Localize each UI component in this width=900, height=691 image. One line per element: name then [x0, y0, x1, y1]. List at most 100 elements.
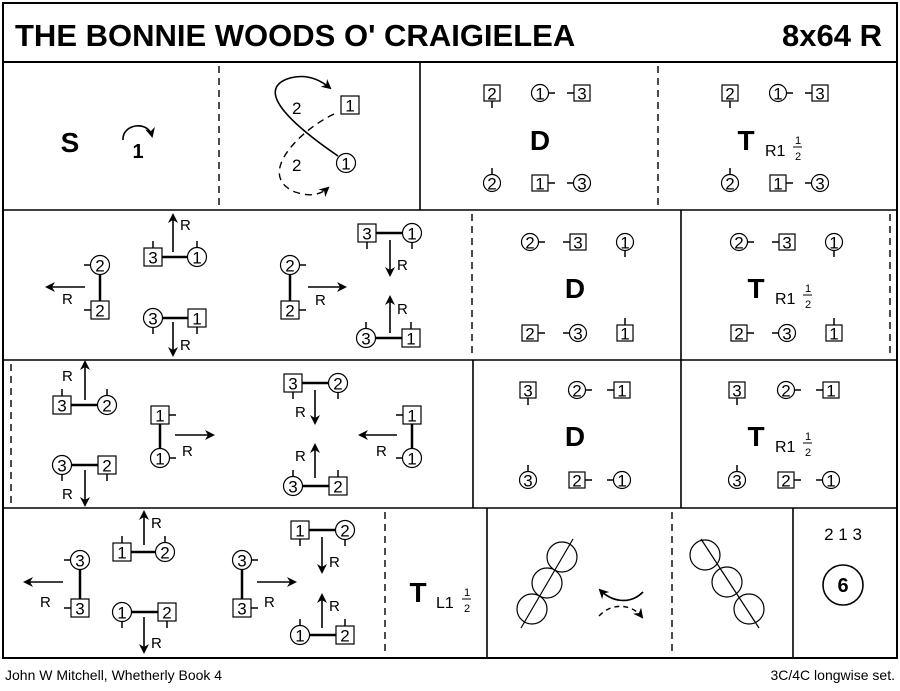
woman-dancer: 2	[154, 536, 176, 563]
dancer-number: 3	[288, 375, 297, 394]
woman-dancer: 2	[720, 168, 740, 194]
woman-dancer: 2	[567, 380, 592, 401]
dance-type: 8x64 R	[782, 18, 882, 53]
man-dancer: 3	[52, 389, 72, 416]
woman-dancer: 3	[518, 465, 538, 491]
man-dancer: 3	[283, 373, 303, 399]
woman-dancer: 3	[563, 323, 588, 344]
woman-dancer: 2	[96, 389, 118, 416]
outer-frame	[2, 2, 898, 659]
bars-badge: 6	[837, 575, 848, 597]
frac-num: 1	[805, 431, 811, 443]
dancer-number: 3	[815, 175, 824, 194]
woman-dancer: 2	[776, 380, 801, 401]
dancer-number: 2	[725, 175, 734, 194]
dancer-number: 2	[734, 325, 743, 344]
dancer-number: 2	[525, 234, 534, 253]
dancer-number: 1	[826, 472, 835, 491]
woman-dancer: 3	[142, 307, 164, 334]
cast-dancer-number: 1	[132, 141, 143, 163]
man-dancer: 2	[97, 455, 117, 481]
dance-figure-letter: D	[565, 273, 585, 304]
man-dancer: 1	[401, 322, 421, 349]
dancer-number: 2	[572, 382, 581, 401]
hand-label: R	[182, 443, 193, 460]
dancer-number: 1	[620, 325, 629, 344]
dancer-number: 2	[781, 382, 790, 401]
dancer-number: 2	[725, 85, 734, 104]
hand-label: R	[62, 486, 73, 503]
dancer-number: 1	[155, 407, 164, 426]
dancer-number: 3	[288, 478, 297, 497]
dancer-number: 1	[192, 249, 201, 268]
turn-symbol: T R1 1 2	[737, 125, 802, 163]
man-dancer: 1	[290, 520, 310, 546]
dancer-number: 2	[160, 544, 169, 563]
dancer-number: 2	[734, 234, 743, 253]
woman-dancer: 2	[334, 519, 356, 546]
dancer-number: 3	[732, 382, 741, 401]
hand-label: R	[40, 594, 51, 611]
dancer-number: 3	[732, 472, 741, 491]
dancer-number: 2	[487, 85, 496, 104]
woman-dancer: 3	[355, 322, 377, 349]
turn-letter: T	[737, 125, 754, 156]
turn-sub: R1	[765, 143, 786, 160]
dancer-number: 3	[362, 225, 371, 244]
dancer-number: 1	[617, 472, 626, 491]
dancer-number: 2	[333, 478, 342, 497]
woman-dancer: 3	[64, 549, 91, 571]
dancer-number: 3	[573, 325, 582, 344]
dancer-number: 3	[573, 234, 582, 253]
reel-of-three-right	[689, 538, 765, 629]
hand-label: R	[329, 598, 340, 615]
dancer-number: 3	[75, 552, 84, 571]
man-dancer: 1	[531, 174, 555, 194]
dancer-number: 1	[407, 225, 416, 244]
dancer-number: 2	[162, 604, 171, 623]
woman-dancer: 3	[727, 465, 747, 491]
dancer-number: 3	[577, 175, 586, 194]
dancer-number: 1	[773, 175, 782, 194]
hand-label: R	[62, 368, 73, 385]
woman-dancer: 1	[530, 83, 555, 104]
dancer-number: 3	[237, 600, 246, 619]
figure-label: 2	[292, 156, 301, 175]
cast-arrow-icon	[122, 125, 155, 141]
frac-num: 1	[795, 135, 801, 147]
dancer-number: 2	[285, 257, 294, 276]
dancer-number: 1	[117, 604, 126, 623]
man-dancer: 2	[335, 619, 355, 646]
frac-den: 2	[795, 151, 801, 163]
man-dancer: 3	[728, 381, 746, 405]
woman-dancer: 2	[279, 254, 306, 276]
man-dancer: 3	[563, 233, 587, 253]
woman-dancer: 1	[824, 232, 844, 257]
frac-den: 2	[805, 299, 811, 311]
woman-dancer: 1	[607, 470, 632, 491]
man-dancer: 1	[187, 308, 207, 334]
man-dancer: 3	[357, 223, 377, 249]
dancer-number: 3	[523, 382, 532, 401]
swap-arrow-solid	[598, 588, 644, 602]
woman-dancer: 1	[816, 470, 841, 491]
hand-label: R	[151, 635, 162, 652]
dancer-number: 2	[102, 397, 111, 416]
dancer-number: 1	[617, 382, 626, 401]
dancer-number: 3	[577, 85, 586, 104]
hand-label: R	[315, 292, 326, 309]
turn-letter: T	[747, 273, 764, 304]
woman-dancer: 1	[401, 222, 423, 249]
dancer-number: 2	[102, 457, 111, 476]
man-dancer: 1	[825, 318, 843, 344]
footer-source: John W Mitchell, Whetherly Book 4	[5, 667, 222, 683]
man-dancer: 1	[396, 405, 422, 426]
man-dancer: 3	[805, 84, 829, 104]
man-dancer: 3	[232, 598, 258, 619]
man-dancer: 1	[816, 381, 840, 401]
man-dancer: 2	[280, 300, 306, 321]
turn-symbol: T L1 1 2	[409, 577, 471, 615]
man-dancer: 2	[328, 470, 348, 497]
dancer-number: 2	[572, 472, 581, 491]
